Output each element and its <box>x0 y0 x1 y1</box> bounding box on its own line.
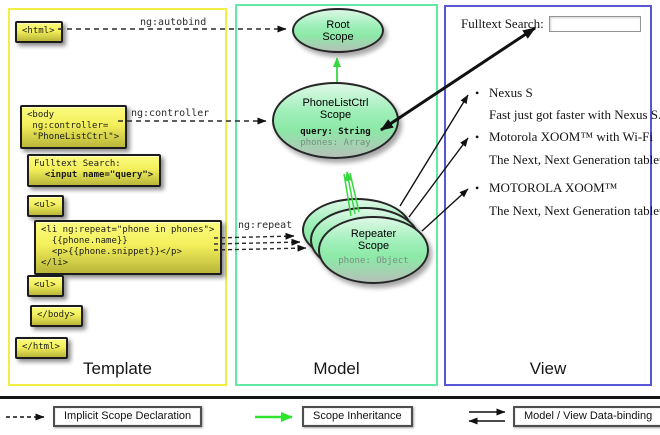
code-text: <input name="query"> <box>34 170 154 180</box>
code-text: <html> <box>22 26 55 36</box>
code-box-ul-open: <ul> <box>27 195 64 217</box>
view-item-title-text: MOTOROLA XOOM™ <box>489 180 618 195</box>
fulltext-search-row: Fulltext Search: <box>461 16 641 32</box>
legend-separator-line <box>0 396 660 399</box>
ng-controller-label: ng:controller <box>131 108 210 119</box>
code-text: ng:controller= <box>27 121 109 131</box>
scope-prop-phones: phones: Array <box>300 138 371 148</box>
code-text: <li ng:repeat="phone in phones"> <box>41 225 215 235</box>
model-panel: Model <box>235 4 438 386</box>
phonelistctrl-scope-ellipse: PhoneListCtrl Scope query: String phones… <box>272 82 399 159</box>
scope-title: Root Scope <box>322 19 354 43</box>
ng-autobind-label: ng:autobind <box>140 17 207 28</box>
bullet-icon: • <box>475 181 480 195</box>
code-text: <ul> <box>34 280 56 290</box>
view-item-title-text: Nexus S <box>489 85 533 100</box>
view-item-title: • Nexus S <box>475 85 533 101</box>
code-box-html-close: </html> <box>15 337 68 359</box>
scope-prop-query: query: String <box>300 127 371 137</box>
code-box-body-open: <body ng:controller= "PhoneListCtrl"> <box>20 105 128 149</box>
code-box-body-close: </body> <box>30 305 83 327</box>
code-box-ul-close: <ul> <box>27 275 64 297</box>
code-text: </body> <box>37 310 75 320</box>
code-text: <ul> <box>34 200 56 210</box>
view-item-title-text: Motorola XOOM™ with Wi-Fi <box>489 129 654 144</box>
view-item-desc: The Next, Next Generation tablet. <box>489 152 660 167</box>
code-text: </html> <box>22 342 60 352</box>
code-text: {{phone.name}} <box>41 236 128 246</box>
view-caption: View <box>529 359 567 378</box>
template-caption: Template <box>83 359 152 378</box>
view-item-title: • MOTOROLA XOOM™ <box>475 180 617 196</box>
code-text: <body <box>27 110 55 120</box>
code-box-fulltext-input: Fulltext Search: <input name="query"> <box>27 154 162 187</box>
scope-prop-phone: phone: Object <box>338 256 409 266</box>
bullet-icon: • <box>475 86 480 100</box>
legend-scope-inheritance: Scope Inheritance <box>302 406 413 427</box>
code-text: Fulltext Search: <box>34 159 121 169</box>
view-panel: Fulltext Search: • Nexus S Fast just got … <box>444 5 660 386</box>
scope-title: PhoneListCtrl Scope <box>302 97 369 121</box>
model-caption: Model <box>313 359 360 378</box>
bullet-icon: • <box>475 130 480 144</box>
code-box-html-open: <html> <box>15 21 63 43</box>
legend-model-view-data-binding: Model / View Data-binding <box>513 406 660 427</box>
root-scope-ellipse: Root Scope <box>292 8 384 53</box>
legend-implicit-scope-declaration: Implicit Scope Declaration <box>53 406 203 427</box>
repeater-scope-ellipse: Repeater Scope phone: Object <box>318 216 429 284</box>
view-item-desc: The Next, Next Generation tablet. <box>489 203 660 218</box>
code-text: "PhoneListCtrl"> <box>27 132 120 142</box>
view-item-desc: Fast just got faster with Nexus S. <box>489 107 660 122</box>
code-box-ng-repeat: <li ng:repeat="phone in phones"> {{phone… <box>34 220 223 275</box>
template-panel: <html> <body ng:controller= "PhoneListCt… <box>8 8 227 386</box>
fulltext-search-label: Fulltext Search: <box>461 16 544 31</box>
code-text: <p>{{phone.snippet}}</p> <box>41 247 182 257</box>
view-item-title: • Motorola XOOM™ with Wi-Fi <box>475 129 653 145</box>
scope-title: Repeater Scope <box>350 228 397 252</box>
fulltext-search-input[interactable] <box>548 16 641 32</box>
ng-repeat-label: ng:repeat <box>238 220 293 231</box>
code-text: </li> <box>41 258 69 268</box>
